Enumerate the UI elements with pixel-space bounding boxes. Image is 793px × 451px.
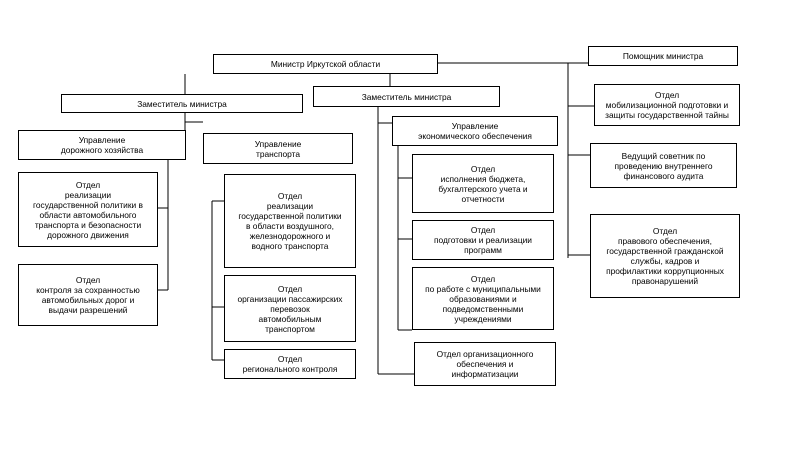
- legal-dept-label: Отдел правового обеспечения, государстве…: [606, 226, 724, 286]
- road-policy-dept-label: Отдел реализации государственной политик…: [33, 179, 143, 240]
- assistant-label: Помощник министра: [622, 51, 704, 61]
- budget-dept-box: Отдел исполнения бюджета, бухгалтерского…: [412, 154, 554, 213]
- passenger-dept-label: Отдел организации пассажирских перевозок…: [237, 283, 343, 334]
- assistant-box: Помощник министра: [588, 46, 738, 66]
- org-support-dept-label: Отдел организационного обеспечения и инф…: [436, 349, 534, 379]
- econ-management-label: Управление экономического обеспечения: [418, 121, 532, 141]
- budget-dept-label: Отдел исполнения бюджета, бухгалтерского…: [438, 163, 528, 204]
- programs-dept-label: Отдел подготовки и реализации программ: [434, 225, 532, 255]
- road-management-box: Управление дорожного хозяйства: [18, 130, 186, 160]
- regional-control-dept-label: Отдел регионального контроля: [242, 354, 338, 374]
- municipal-dept-label: Отдел по работе с муниципальными образов…: [425, 273, 541, 324]
- mobilization-dept-label: Отдел мобилизационной подготовки и защит…: [605, 90, 729, 120]
- mobilization-dept-box: Отдел мобилизационной подготовки и защит…: [594, 84, 740, 126]
- road-policy-dept-box: Отдел реализации государственной политик…: [18, 172, 158, 247]
- air-rail-water-dept-label: Отдел реализации государственной политик…: [238, 191, 342, 251]
- deputy-left-box: Заместитель министра: [61, 94, 303, 113]
- regional-control-dept-box: Отдел регионального контроля: [224, 349, 356, 379]
- legal-dept-box: Отдел правового обеспечения, государстве…: [590, 214, 740, 298]
- senior-advisor-label: Ведущий советник по проведению внутренне…: [614, 150, 713, 181]
- deputy-left-label: Заместитель министра: [137, 98, 227, 109]
- deputy-center-label: Заместитель министра: [361, 91, 452, 102]
- road-management-label: Управление дорожного хозяйства: [60, 135, 144, 155]
- econ-management-box: Управление экономического обеспечения: [392, 116, 558, 146]
- passenger-dept-box: Отдел организации пассажирских перевозок…: [224, 275, 356, 342]
- road-safety-dept-label: Отдел контроля за сохранностью автомобил…: [36, 275, 140, 315]
- transport-management-label: Управление транспорта: [254, 138, 302, 159]
- municipal-dept-box: Отдел по работе с муниципальными образов…: [412, 267, 554, 330]
- air-rail-water-dept-box: Отдел реализации государственной политик…: [224, 174, 356, 268]
- org-support-dept-box: Отдел организационного обеспечения и инф…: [414, 342, 556, 386]
- transport-management-box: Управление транспорта: [203, 133, 353, 164]
- deputy-center-box: Заместитель министра: [313, 86, 500, 107]
- minister-box: Министр Иркутской области: [213, 54, 438, 74]
- road-safety-dept-box: Отдел контроля за сохранностью автомобил…: [18, 264, 158, 326]
- senior-advisor-box: Ведущий советник по проведению внутренне…: [590, 143, 737, 188]
- minister-label: Министр Иркутской области: [270, 59, 381, 69]
- programs-dept-box: Отдел подготовки и реализации программ: [412, 220, 554, 260]
